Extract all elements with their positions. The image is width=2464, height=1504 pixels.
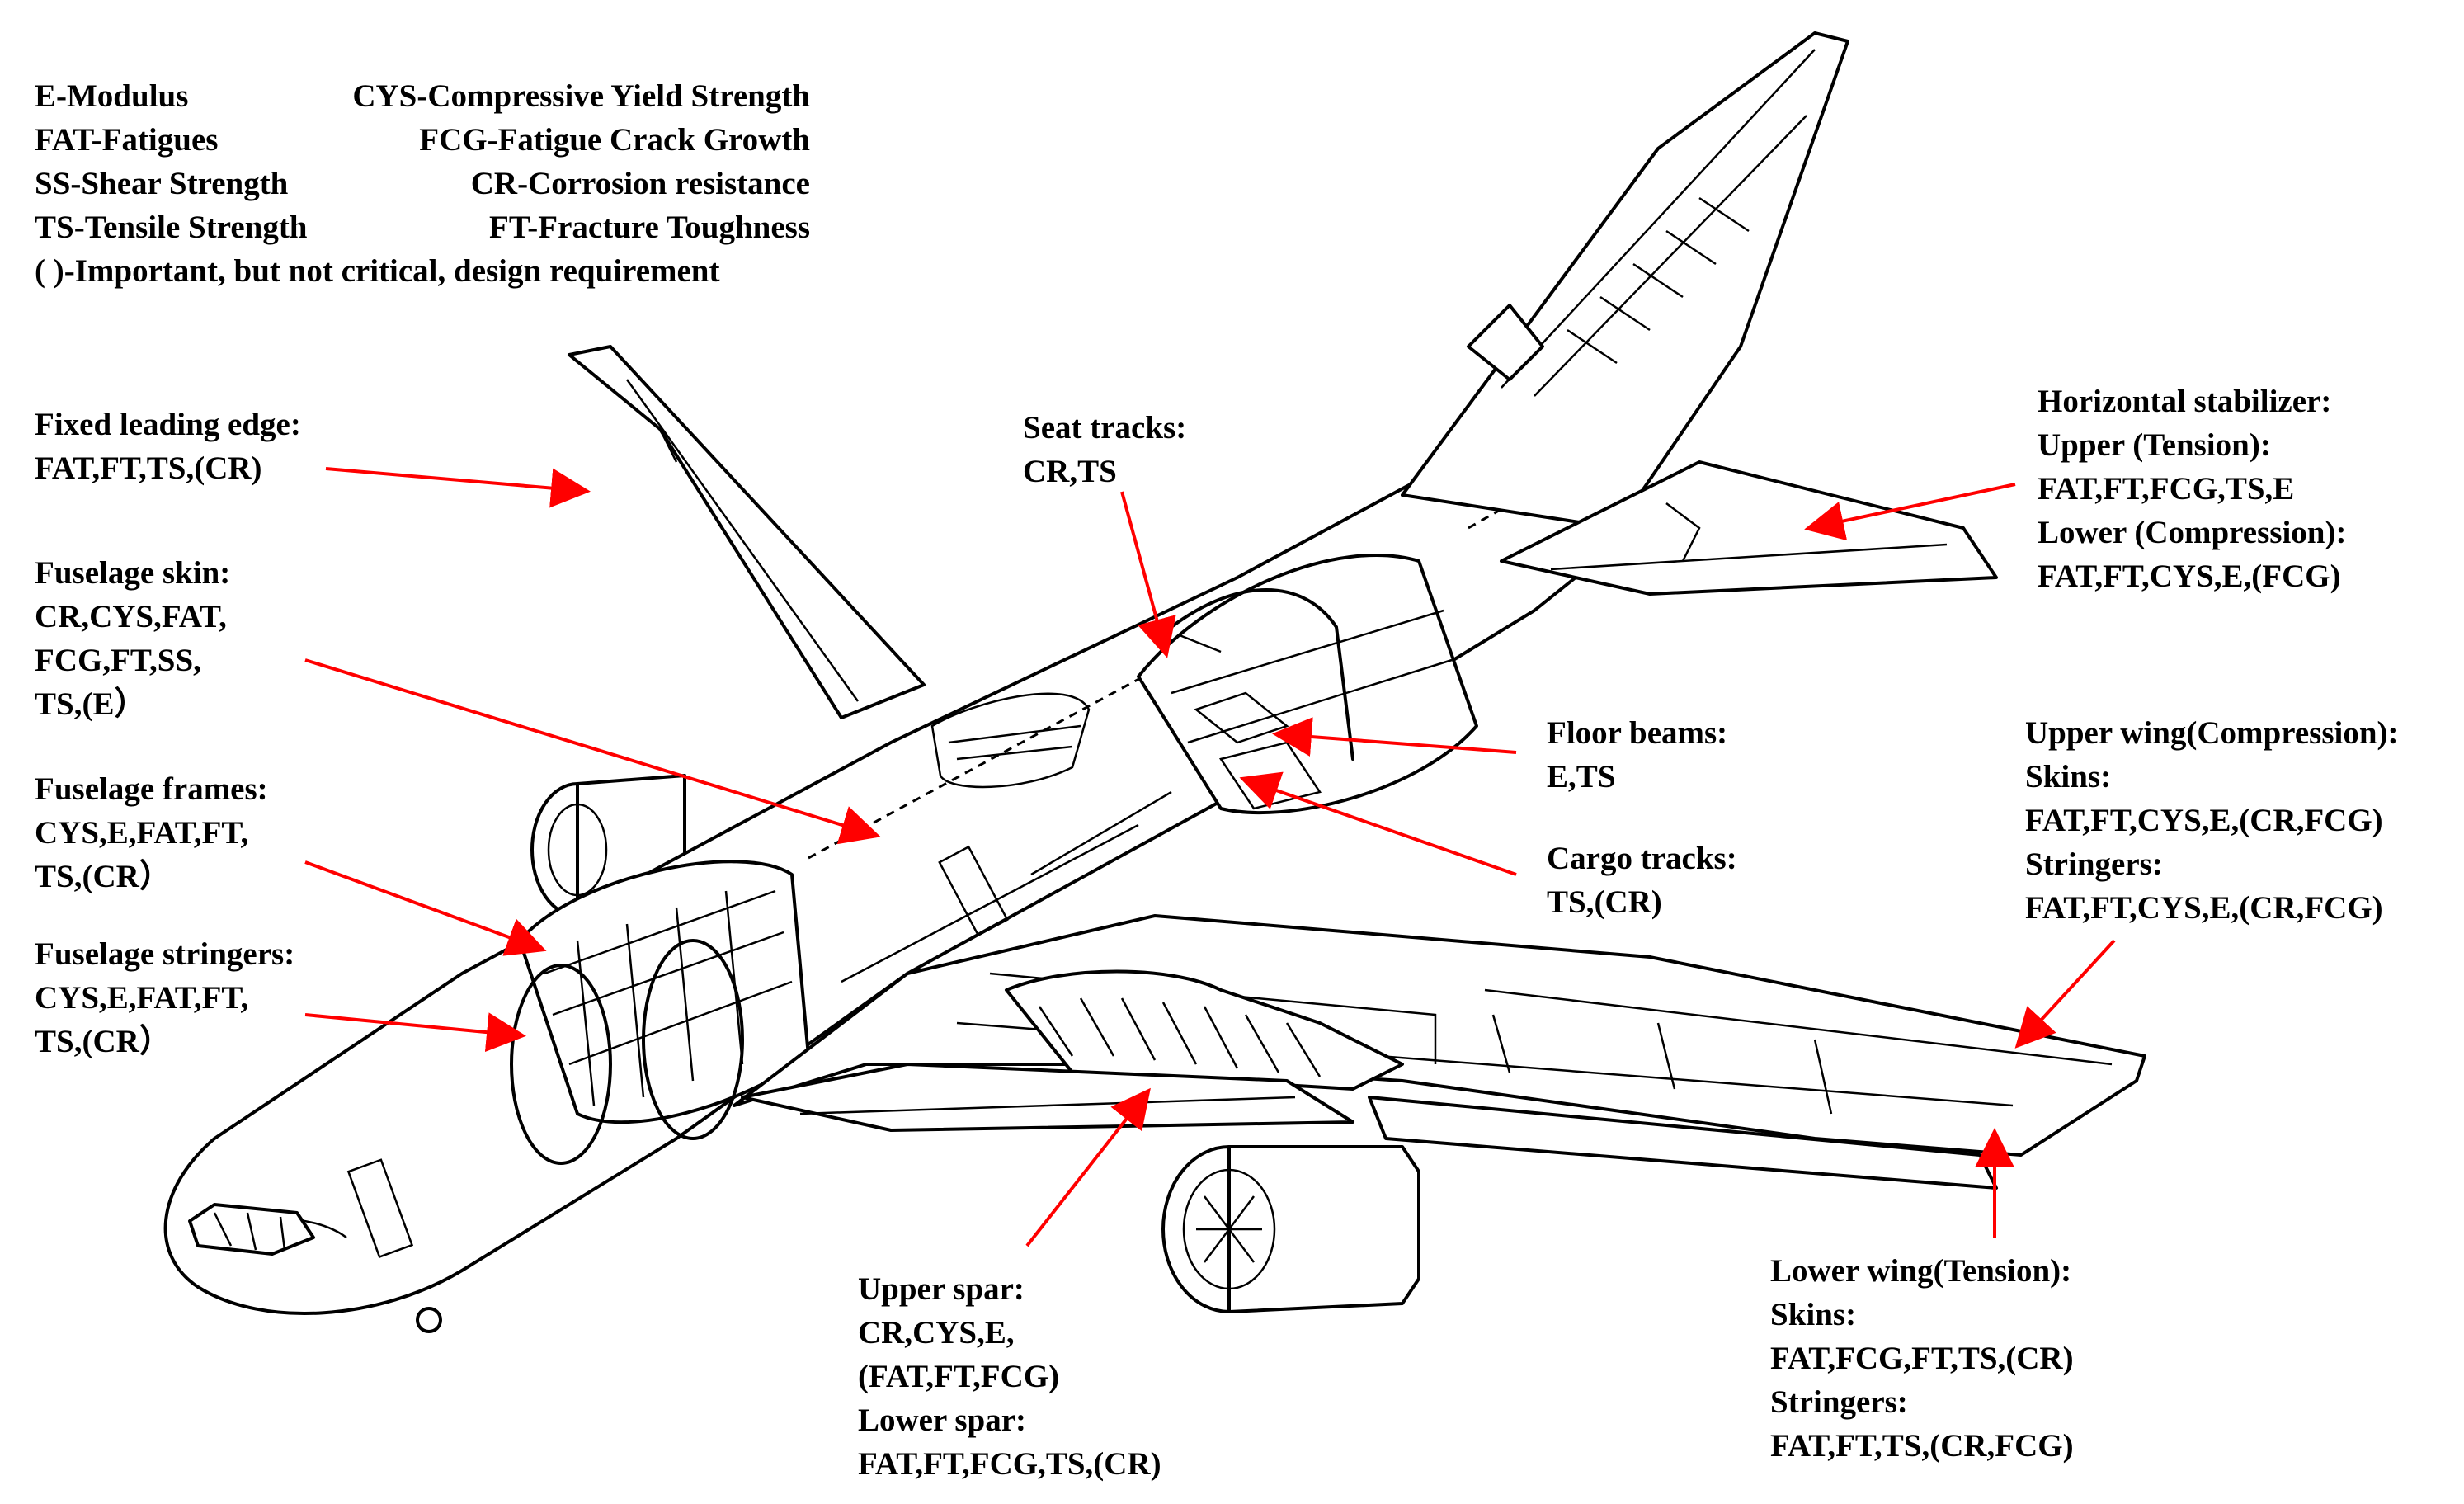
arrow-seat-tracks: [1120, 491, 1176, 658]
label-upper-wing: Upper wing(Compression): Skins: FAT,FT,C…: [2025, 711, 2399, 930]
label-title: Lower spar:: [858, 1403, 1027, 1438]
legend-term: E-Modulus: [35, 78, 189, 114]
legend-term: CR-Corrosion resistance: [470, 166, 810, 201]
label-requirements: TS,(E）: [35, 686, 147, 722]
label-title: Upper wing(Compression):: [2025, 715, 2399, 751]
horizontal-stabilizer: [1500, 460, 1998, 596]
arrow-floor-beams: [1272, 717, 1517, 757]
label-requirements: (FAT,FT,FCG): [858, 1359, 1060, 1394]
arrow-cargo-tracks: [1239, 771, 1517, 876]
label-requirements: FAT,FT,FCG,TS,(CR): [858, 1446, 1161, 1482]
label-fuselage-skin: Fuselage skin: CR,CYS,FAT, FCG,FT,SS, TS…: [35, 551, 230, 726]
arrow-fuselage-frames: [304, 860, 547, 956]
label-requirements: TS,(CR）: [35, 1024, 172, 1059]
label-requirements: CR,CYS,FAT,: [35, 599, 227, 634]
near-wing: [733, 914, 2146, 1190]
legend-note: ( )-Important, but not critical, design …: [35, 253, 720, 289]
label-title: Cargo tracks:: [1547, 841, 1737, 876]
label-subtitle: Stringers:: [2025, 846, 2163, 882]
label-requirements: FAT,FT,CYS,E,(FCG): [2038, 559, 2341, 594]
label-requirements: FAT,FT,TS,(CR,FCG): [1770, 1428, 2074, 1464]
legend-term: FCG-Fatigue Crack Growth: [419, 122, 810, 158]
label-title: Lower wing(Tension):: [1770, 1253, 2072, 1289]
label-requirements: FAT,FT,CYS,E,(CR,FCG): [2025, 803, 2383, 838]
label-title: Horizontal stabilizer:: [2038, 384, 2332, 419]
label-title: Upper spar:: [858, 1271, 1025, 1307]
arrow-fuselage-stringers: [304, 1012, 526, 1053]
legend-row: FAT-Fatigues FCG-Fatigue Crack Growth: [35, 118, 810, 162]
legend-row: SS-Shear Strength CR-Corrosion resistanc…: [35, 162, 810, 205]
fuselage-cutaway-front: [510, 860, 810, 1165]
label-requirements: TS,(CR): [1547, 884, 1662, 920]
label-cargo-tracks: Cargo tracks: TS,(CR): [1547, 837, 1737, 924]
label-requirements: CR,CYS,E,: [858, 1315, 1015, 1351]
label-subtitle: Skins:: [1770, 1297, 1857, 1332]
label-subtitle: Upper (Tension):: [2038, 427, 2271, 463]
label-title: Fuselage stringers:: [35, 936, 295, 972]
label-title: Fixed leading edge:: [35, 407, 301, 442]
near-engine: [1161, 1145, 1420, 1313]
arrow-fixed-leading-edge: [325, 467, 591, 508]
label-title: Fuselage frames:: [35, 771, 268, 807]
legend-term: TS-Tensile Strength: [35, 210, 308, 245]
label-title: Fuselage skin:: [35, 555, 231, 591]
label-fuselage-stringers: Fuselage stringers: CYS,E,FAT,FT, TS,(CR…: [35, 932, 294, 1063]
label-lower-wing: Lower wing(Tension): Skins: FAT,FCG,FT,T…: [1770, 1249, 2074, 1468]
legend-row: TS-Tensile Strength FT-Fracture Toughnes…: [35, 205, 810, 249]
label-title: Seat tracks:: [1023, 410, 1187, 446]
callout-arrows: [304, 467, 2116, 1247]
label-requirements: CR,TS: [1023, 454, 1117, 489]
legend-term: FT-Fracture Toughness: [489, 210, 810, 245]
label-seat-tracks: Seat tracks: CR,TS: [1023, 406, 1186, 493]
legend-row: E-Modulus CYS-Compressive Yield Strength: [35, 74, 810, 118]
label-requirements: CYS,E,FAT,FT,: [35, 980, 249, 1016]
label-requirements: FAT,FT,FCG,TS,E: [2038, 471, 2295, 507]
label-requirements: FAT,FT,TS,(CR): [35, 450, 262, 486]
legend-term: CYS-Compressive Yield Strength: [352, 78, 810, 114]
arrow-spars: [1025, 1087, 1151, 1247]
label-floor-beams: Floor beams: E,TS: [1547, 711, 1727, 799]
label-requirements: CYS,E,FAT,FT,: [35, 815, 249, 851]
arrow-fuselage-skin: [304, 658, 881, 845]
legend-term: FAT-Fatigues: [35, 122, 219, 158]
label-subtitle: Lower (Compression):: [2038, 515, 2347, 550]
vertical-tail: [1401, 31, 1849, 530]
arrow-upper-wing: [2014, 939, 2116, 1049]
label-requirements: FCG,FT,SS,: [35, 643, 201, 678]
label-subtitle: Stringers:: [1770, 1384, 1908, 1420]
label-requirements: FAT,FT,CYS,E,(CR,FCG): [2025, 890, 2383, 926]
legend-term: SS-Shear Strength: [35, 166, 289, 201]
label-requirements: TS,(CR）: [35, 859, 172, 894]
label-spars: Upper spar: CR,CYS,E, (FAT,FT,FCG) Lower…: [858, 1267, 1161, 1486]
label-requirements: E,TS: [1547, 759, 1616, 794]
arrow-horizontal-stabilizer: [1804, 483, 2016, 541]
label-subtitle: Skins:: [2025, 759, 2112, 794]
far-wing: [568, 345, 926, 719]
label-fixed-leading-edge: Fixed leading edge: FAT,FT,TS,(CR): [35, 403, 301, 490]
label-horizontal-stabilizer: Horizontal stabilizer: Upper (Tension): …: [2038, 380, 2346, 598]
label-requirements: FAT,FCG,FT,TS,(CR): [1770, 1341, 2074, 1376]
label-fuselage-frames: Fuselage frames: CYS,E,FAT,FT, TS,(CR）: [35, 767, 268, 898]
abbreviation-legend: E-Modulus CYS-Compressive Yield Strength…: [35, 74, 810, 293]
label-title: Floor beams:: [1547, 715, 1728, 751]
